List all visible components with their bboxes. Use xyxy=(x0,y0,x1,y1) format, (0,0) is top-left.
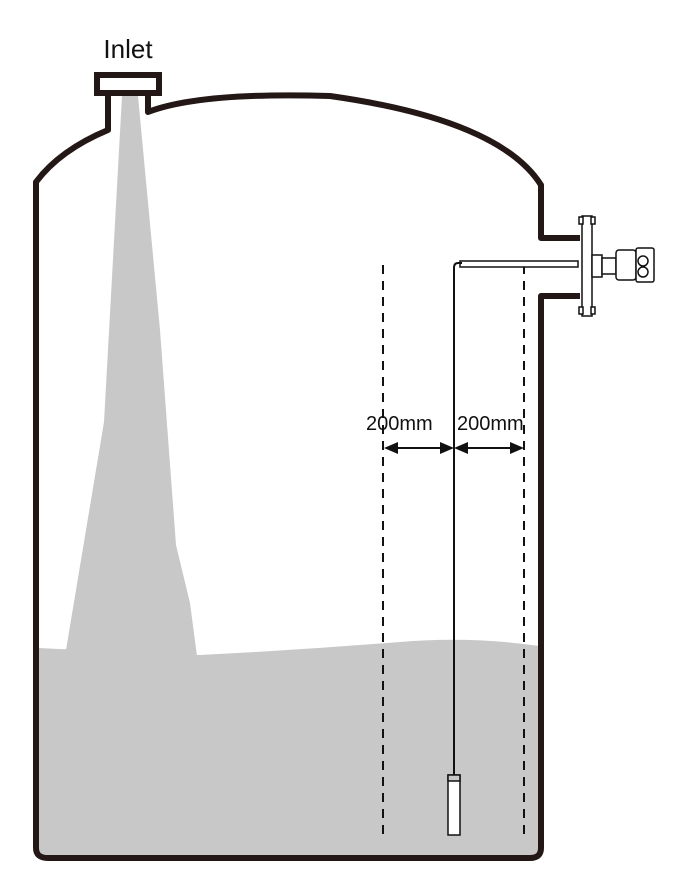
tank-outline xyxy=(33,92,580,861)
probe-rod-horizontal xyxy=(459,260,579,268)
probe-weight xyxy=(447,774,461,836)
inlet-spray xyxy=(66,96,197,656)
level-sensor xyxy=(578,215,655,317)
inlet-flange xyxy=(94,72,162,96)
inlet-label: Inlet xyxy=(103,34,153,64)
right-distance-label: 200mm xyxy=(457,413,524,435)
left-distance-label: 200mm xyxy=(366,413,433,435)
liquid-material xyxy=(38,639,539,856)
dimension-arrows xyxy=(384,442,524,454)
probe-cable xyxy=(453,262,462,776)
